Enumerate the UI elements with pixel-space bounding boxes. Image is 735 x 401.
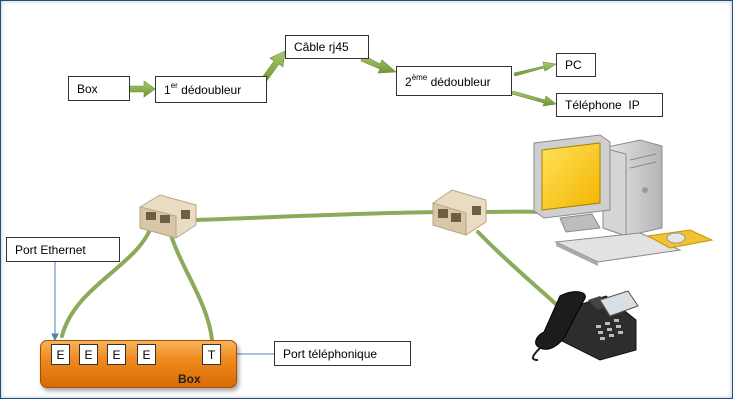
- ethernet-port-2-text: E: [84, 347, 93, 362]
- flow-box-label: Box: [68, 76, 130, 101]
- ethernet-port-3: E: [107, 344, 126, 365]
- splitter2-number: 2: [405, 74, 412, 89]
- ethernet-port-4: E: [137, 344, 156, 365]
- port-phone-label: Port téléphonique: [274, 341, 411, 366]
- splitter-1-icon: [139, 194, 197, 239]
- splitter2-suffix: ème: [411, 72, 428, 82]
- arrow-splitter2-to-ipphone: [511, 90, 557, 107]
- flow-splitter1-label: 1er dédoubleur: [155, 76, 267, 103]
- ip-phone-icon: [532, 290, 639, 361]
- flow-splitter2-text: 2ème dédoubleur: [405, 72, 491, 89]
- port-phone-text: Port téléphonique: [283, 346, 378, 361]
- flow-splitter2-label: 2ème dédoubleur: [396, 66, 512, 96]
- box-device-label: Box: [178, 372, 201, 386]
- flow-cable-text: Câble rj45: [294, 40, 349, 54]
- ethernet-port-1-text: E: [56, 347, 65, 362]
- phone-port-text: T: [207, 347, 216, 362]
- cable-splitter2-to-phone: [476, 230, 560, 308]
- splitter2-word: dédoubleur: [427, 74, 491, 89]
- splitter1-word: dédoubleur: [177, 83, 242, 97]
- splitter-2-icon: [432, 189, 487, 236]
- flow-cable-label: Câble rj45: [285, 35, 369, 59]
- splitter1-suffix: er: [170, 81, 178, 90]
- flow-pc-text: PC: [565, 58, 582, 72]
- cable-splitter1-to-ethernet: [60, 222, 154, 338]
- ethernet-port-2: E: [79, 344, 98, 365]
- arrow-cable-to-splitter2: [360, 54, 397, 74]
- flow-ipphone-text: Téléphone IP: [565, 98, 640, 112]
- ethernet-port-1: E: [51, 344, 70, 365]
- cable-splitter1-to-splitter2: [194, 210, 442, 222]
- phone-port: T: [202, 344, 221, 365]
- pointer-port-ethernet-head: [51, 333, 59, 342]
- flow-ipphone-label: Téléphone IP: [556, 93, 663, 117]
- desktop-computer-icon: [533, 134, 714, 266]
- arrow-splitter1-to-cable: [260, 50, 286, 83]
- flow-arrows: [128, 50, 557, 107]
- splitter1-number: 1: [164, 83, 171, 97]
- arrow-box-to-splitter1: [128, 80, 156, 98]
- arrow-splitter2-to-pc: [513, 61, 557, 77]
- port-ethernet-text: Port Ethernet: [15, 242, 86, 257]
- flow-box-text: Box: [77, 81, 98, 96]
- ethernet-port-4-text: E: [142, 347, 151, 362]
- flow-splitter1-text: 1er dédoubleur: [164, 81, 242, 97]
- flow-pc-label: PC: [556, 53, 596, 77]
- ethernet-port-3-text: E: [112, 347, 121, 362]
- cable-splitter1-to-phone-port: [166, 222, 214, 342]
- port-ethernet-label: Port Ethernet: [6, 237, 120, 262]
- cables: [60, 209, 560, 342]
